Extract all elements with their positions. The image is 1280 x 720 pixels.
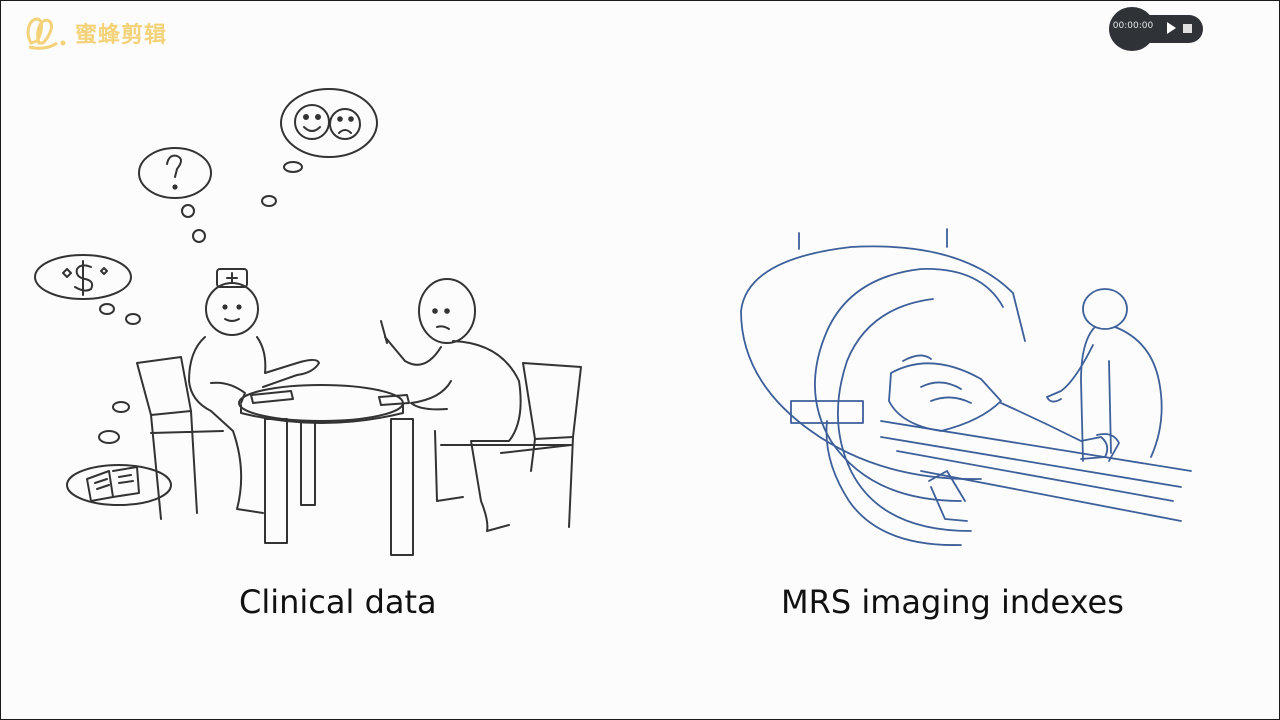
stop-icon[interactable] xyxy=(1183,24,1192,33)
sad-face-icon xyxy=(329,108,361,140)
mri-outer-ring xyxy=(740,245,1026,480)
caption-mrs-imaging: MRS imaging indexes xyxy=(781,583,1124,621)
mri-middle-ring xyxy=(814,268,1004,502)
doctor-body xyxy=(188,336,264,514)
watermark: 蜜蜂剪辑 xyxy=(23,13,167,53)
patient-lying xyxy=(1000,402,1109,460)
doctor-head xyxy=(205,282,259,336)
thought-bubble-money xyxy=(34,254,132,300)
happy-face-icon xyxy=(294,104,330,140)
consultation-illustration xyxy=(34,88,582,556)
mri-side-panel xyxy=(790,400,864,424)
scanner-bed xyxy=(880,420,1192,522)
technician-body xyxy=(1080,326,1163,462)
doctor-cap xyxy=(216,268,248,288)
patient-head xyxy=(418,278,476,344)
dollar-sign-icon xyxy=(74,264,94,292)
watermark-text: 蜜蜂剪辑 xyxy=(75,23,168,48)
head-coil xyxy=(888,362,1002,432)
media-player-controls: 00:00:00 xyxy=(1109,7,1203,51)
thought-bubble-faces xyxy=(280,88,378,158)
table-leg xyxy=(300,420,316,506)
question-mark-icon xyxy=(166,154,182,178)
thought-bubble-question xyxy=(138,147,212,199)
table-leg xyxy=(264,418,288,544)
player-time: 00:00:00 xyxy=(1112,21,1154,31)
patient-body xyxy=(452,340,522,532)
book-mat xyxy=(66,464,172,506)
technician-head xyxy=(1082,288,1128,330)
player-timer-circle xyxy=(1109,7,1155,51)
mri-scanner-illustration xyxy=(740,228,1192,546)
table-leg xyxy=(390,418,414,556)
mri-inner-ring xyxy=(837,298,972,532)
play-icon[interactable] xyxy=(1167,22,1176,34)
caption-clinical-data: Clinical data xyxy=(239,583,437,621)
bee-logo-icon xyxy=(26,17,66,50)
